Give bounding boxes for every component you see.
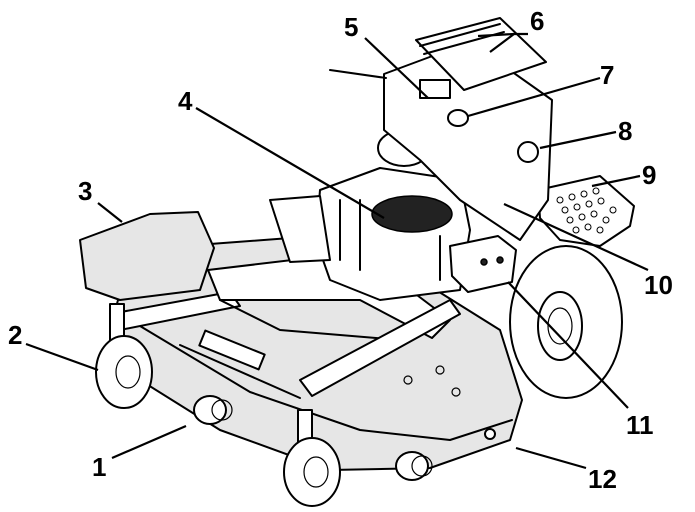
battery-box [449, 235, 517, 293]
callout-6: 6 [530, 6, 544, 36]
leader-8 [539, 130, 617, 150]
leader-10 [503, 203, 649, 271]
callout-1: 1 [92, 452, 106, 482]
caster-wheel-front [283, 409, 341, 507]
callout-2: 2 [8, 320, 22, 350]
anti-scalp-roller-left [193, 395, 233, 425]
callout-8: 8 [618, 116, 632, 146]
callout-4: 4 [178, 86, 193, 116]
callout-7: 7 [600, 60, 614, 90]
leader-lines [25, 32, 649, 470]
leader-2 [25, 342, 99, 372]
anti-scalp-roller-right [395, 451, 433, 481]
discharge-chute [79, 211, 215, 301]
leader-7 [467, 76, 601, 118]
rear-drive-tire [509, 245, 623, 399]
callout-11: 11 [626, 410, 654, 440]
mower-illustration [79, 17, 635, 507]
callout-5: 5 [344, 12, 358, 42]
leader-6b [477, 32, 515, 38]
callout-12: 12 [588, 464, 617, 494]
callout-labels: 1 2 3 4 5 6 7 8 9 10 11 12 [8, 6, 673, 494]
main-frame [109, 251, 461, 397]
leader-1 [111, 424, 187, 460]
leader-4 [195, 107, 385, 219]
operator-platform [537, 175, 635, 247]
leader-11 [507, 281, 629, 409]
callout-9: 9 [642, 160, 656, 190]
leader-5 [364, 37, 429, 99]
control-tower [329, 17, 553, 241]
leader-12 [515, 446, 587, 470]
leader-3 [97, 202, 123, 223]
callout-10: 10 [644, 270, 673, 300]
leader-9 [591, 174, 641, 188]
callout-3: 3 [78, 176, 92, 206]
caster-wheel-left [95, 303, 153, 409]
